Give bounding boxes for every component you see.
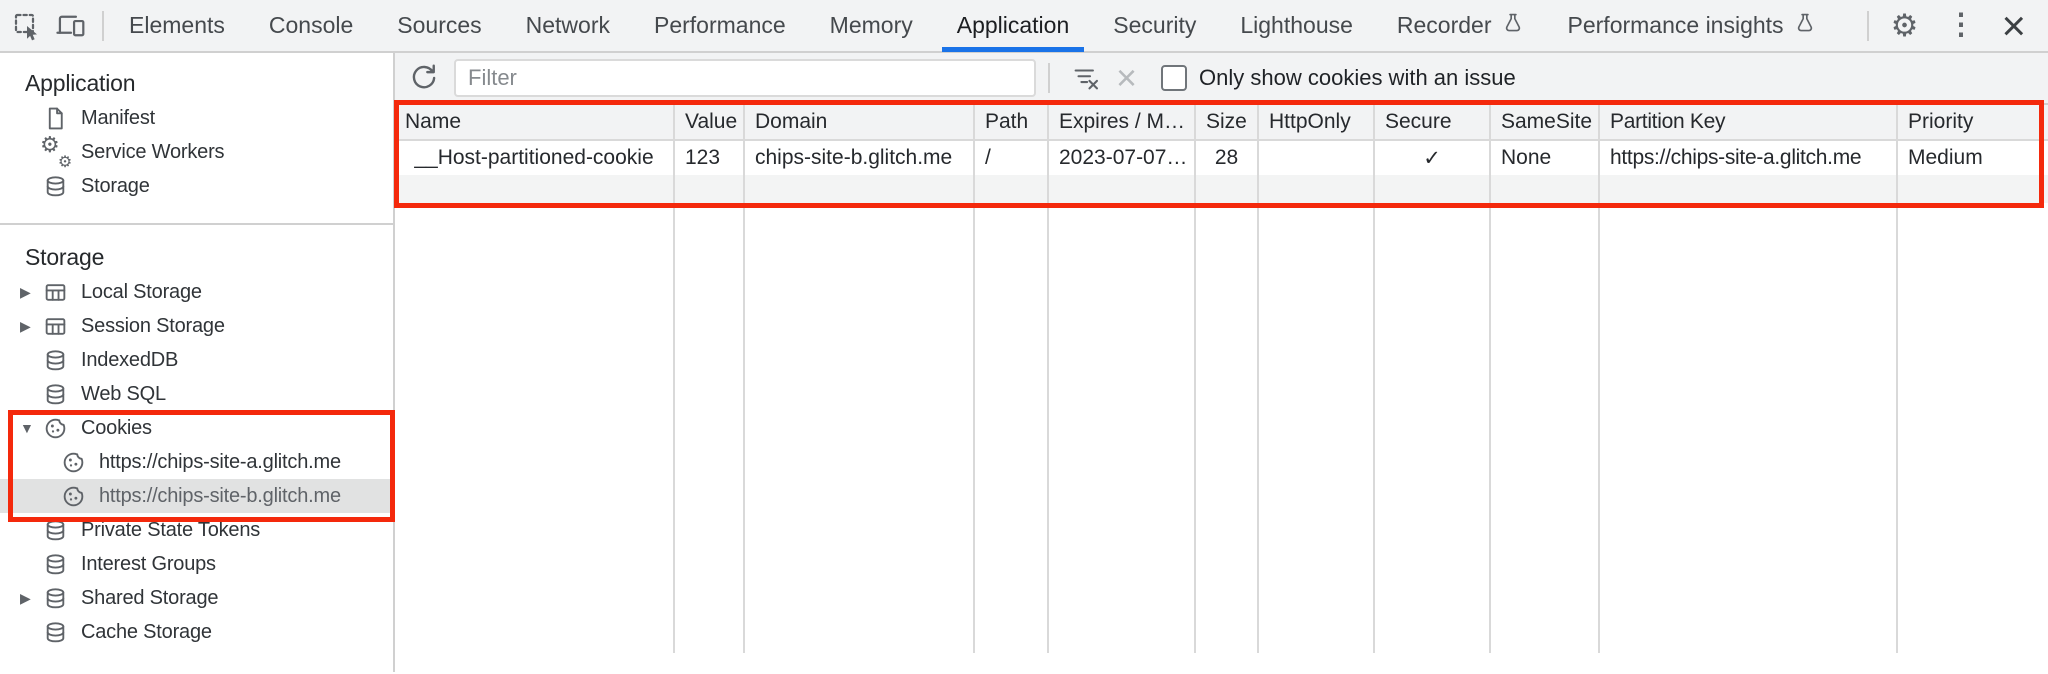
storage-database-icon (42, 173, 69, 200)
column-header-domain[interactable]: Domain (745, 105, 975, 139)
empty-stripe-row (395, 175, 2048, 203)
sidebar-item-local-storage[interactable]: ▶ Local Storage (0, 275, 393, 309)
settings-gear-icon[interactable]: ⚙ (1890, 8, 1919, 43)
toolbar-separator (1866, 10, 1869, 41)
sidebar-section-application: Application (25, 69, 136, 96)
toolbar-separator (102, 10, 104, 41)
table-icon (42, 313, 69, 340)
cookie-size-cell[interactable]: 28 (1196, 141, 1259, 175)
sidebar-item-private-state-tokens[interactable]: Private State Tokens (0, 513, 393, 547)
database-icon (42, 381, 69, 408)
sidebar-item-storage[interactable]: Storage (0, 169, 393, 203)
cookie-domain-cell[interactable]: chips-site-b.glitch.me (745, 141, 975, 175)
tab-lighthouse[interactable]: Lighthouse (1240, 12, 1353, 38)
tab-elements[interactable]: Elements (129, 12, 225, 38)
database-icon (42, 585, 69, 612)
tab-recorder[interactable]: Recorder (1382, 0, 1539, 52)
column-header-size[interactable]: Size (1196, 105, 1259, 139)
devtools-tabbar: Elements Console Sources Network Perform… (0, 0, 2048, 53)
column-header-priority[interactable]: Priority (1908, 110, 1974, 133)
sidebar-item-cookies-chips-site-a[interactable]: https://chips-site-a.glitch.me (0, 445, 393, 479)
clear-filter-icon[interactable] (1070, 62, 1102, 94)
database-icon (42, 619, 69, 646)
experiment-flask-icon (1794, 12, 1816, 40)
inspect-element-icon[interactable] (10, 9, 44, 43)
tab-application[interactable]: Application (941, 0, 1085, 52)
sidebar-section-storage: Storage (25, 243, 105, 270)
close-devtools-icon[interactable]: × (2001, 1, 2026, 49)
column-header-secure[interactable]: Secure (1375, 105, 1491, 139)
issue-filter-label: Only show cookies with an issue (1199, 65, 1516, 90)
panel-tabs: Elements Console Sources Network Perform… (108, 0, 1831, 52)
sidebar-item-service-workers[interactable]: ⚙⚙ Service Workers (40, 131, 225, 171)
database-icon (42, 347, 69, 374)
application-sidebar: Application Manifest ⚙⚙ Service Workers … (0, 53, 395, 672)
tab-memory[interactable]: Memory (829, 12, 913, 38)
cookie-samesite-cell[interactable]: None (1491, 141, 1600, 175)
table-icon (42, 279, 69, 306)
column-header-value[interactable]: Value (675, 105, 745, 139)
cookie-priority-cell[interactable]: Medium (1908, 146, 1983, 169)
sidebar-item-cache-storage[interactable]: Cache Storage (0, 615, 393, 649)
tabbar-right-controls: ⚙ ⋮ × (1855, 1, 2048, 49)
column-header-expires[interactable]: Expires / M… (1049, 105, 1196, 139)
cookie-expires-cell[interactable]: 2023-07-07… (1049, 141, 1196, 175)
sidebar-item-indexeddb[interactable]: IndexedDB (0, 343, 393, 377)
cookie-icon (60, 483, 87, 510)
cookie-row[interactable]: __Host-partitioned-cookie 123 chips-site… (395, 141, 2048, 175)
cookie-httponly-cell[interactable] (1259, 141, 1375, 175)
experiment-flask-icon (1502, 12, 1524, 40)
application-panel: Application Manifest ⚙⚙ Service Workers … (0, 53, 2048, 672)
cookie-icon (42, 415, 69, 442)
tab-security[interactable]: Security (1113, 12, 1197, 38)
cookie-path-cell[interactable]: / (975, 141, 1049, 175)
sidebar-item-manifest[interactable]: Manifest (0, 101, 393, 135)
refresh-icon[interactable] (408, 62, 440, 94)
tab-sources[interactable]: Sources (397, 12, 482, 38)
tab-console[interactable]: Console (268, 12, 354, 38)
sidebar-item-cookies-chips-site-b[interactable]: https://chips-site-b.glitch.me (0, 479, 393, 513)
chevron-expanded-icon[interactable]: ▼ (20, 420, 34, 436)
service-workers-gears-icon: ⚙⚙ (40, 131, 72, 171)
cookie-icon (60, 449, 87, 476)
device-toolbar-icon[interactable] (52, 9, 90, 43)
manifest-document-icon (42, 105, 69, 132)
chevron-collapsed-icon[interactable]: ▶ (20, 589, 31, 606)
column-header-httponly[interactable]: HttpOnly (1259, 105, 1375, 139)
cookie-table: Name Value Domain Path Expires / M… Size… (395, 105, 2048, 672)
tab-performance[interactable]: Performance (654, 12, 786, 38)
more-options-kebab-icon[interactable]: ⋮ (1946, 9, 1976, 41)
column-header-path[interactable]: Path (975, 105, 1049, 139)
cookie-value-cell[interactable]: 123 (675, 141, 745, 175)
sidebar-item-web-sql[interactable]: Web SQL (0, 377, 393, 411)
column-header-partition-key[interactable]: Partition Key (1600, 105, 1898, 139)
column-header-name[interactable]: Name (395, 105, 675, 139)
sidebar-divider (0, 223, 393, 225)
column-header-samesite[interactable]: SameSite (1491, 105, 1600, 139)
cookie-name-cell[interactable]: __Host-partitioned-cookie (395, 141, 675, 175)
cookies-toolbar: × Only show cookies with an issue (395, 53, 2048, 105)
issue-filter-checkbox[interactable] (1161, 65, 1188, 91)
empty-table-area (395, 203, 2048, 653)
sidebar-item-session-storage[interactable]: ▶ Session Storage (0, 309, 393, 343)
cookie-partition-key-cell[interactable]: https://chips-site-a.glitch.me (1600, 141, 1898, 175)
tab-performance-insights[interactable]: Performance insights (1553, 0, 1831, 52)
tab-network[interactable]: Network (525, 12, 610, 38)
filter-input[interactable] (454, 59, 1036, 97)
sidebar-item-shared-storage[interactable]: ▶ Shared Storage (0, 581, 393, 615)
cookie-secure-cell[interactable]: ✓ (1375, 141, 1491, 175)
sidebar-item-interest-groups[interactable]: Interest Groups (0, 547, 393, 581)
sidebar-item-cookies[interactable]: ▼ Cookies (0, 411, 393, 445)
cookies-panel: × Only show cookies with an issue Name V… (395, 53, 2048, 672)
chevron-collapsed-icon[interactable]: ▶ (20, 317, 31, 334)
database-icon (42, 517, 69, 544)
clear-x-icon-disabled: × (1116, 57, 1138, 98)
chevron-collapsed-icon[interactable]: ▶ (20, 283, 31, 300)
toolbar-separator (1048, 63, 1050, 93)
cookie-table-header: Name Value Domain Path Expires / M… Size… (395, 105, 2048, 141)
database-icon (42, 551, 69, 578)
